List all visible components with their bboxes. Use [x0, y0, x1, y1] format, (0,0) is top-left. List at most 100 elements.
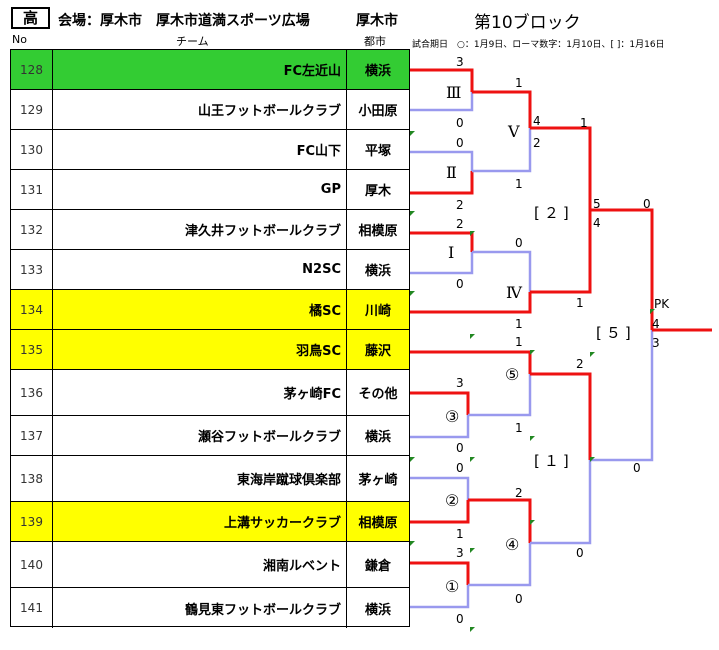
match-score: 0	[633, 461, 641, 475]
bracket-line-win	[410, 500, 470, 524]
bracket-line-lose	[410, 252, 474, 275]
team-city: 相模原	[358, 224, 398, 239]
match-score: 1	[515, 317, 523, 331]
team-city: 小田原	[358, 104, 398, 119]
match-score: 0	[456, 441, 464, 455]
team-number: 133	[11, 250, 53, 289]
bracket-line-win	[410, 391, 470, 415]
bracket-line-win	[530, 372, 592, 460]
comment-marker	[410, 211, 415, 216]
column-header-city: 都市	[364, 35, 386, 48]
match-score: 1	[515, 421, 523, 435]
bracket-line-lose	[410, 585, 470, 609]
team-city: 藤沢	[364, 344, 391, 359]
match-score: 2	[533, 136, 541, 150]
match-score: 5	[593, 197, 601, 211]
team-name: 上溝サッカークラブ	[53, 502, 347, 541]
team-city: 横浜	[364, 64, 391, 79]
comment-marker	[590, 352, 595, 357]
comment-marker	[590, 457, 595, 462]
team-city: 横浜	[364, 264, 391, 279]
bracket-line-lose	[410, 92, 474, 112]
comment-marker	[410, 541, 415, 546]
comment-marker	[530, 350, 535, 355]
comment-marker	[470, 457, 475, 462]
match-score: 4	[652, 317, 660, 331]
match-score: 0	[456, 612, 464, 626]
team-city: 鎌倉	[364, 559, 391, 574]
block-label: [５]	[596, 324, 635, 342]
column-header-team: チーム	[176, 35, 209, 48]
comment-marker	[470, 548, 475, 553]
team-name: FC左近山	[53, 50, 347, 89]
comment-marker	[650, 309, 655, 314]
bracket-line-win	[472, 90, 532, 128]
match-score: 3	[652, 336, 660, 350]
team-name: 山王フットボールクラブ	[53, 90, 347, 129]
bracket-line-win	[410, 171, 474, 195]
match-score: 1	[580, 116, 588, 130]
comment-marker	[470, 334, 475, 339]
team-number: 137	[11, 416, 53, 455]
team-name: 東海岸蹴球倶楽部	[53, 456, 347, 501]
bracket-line-win	[410, 231, 474, 252]
team-city: 川崎	[364, 304, 391, 319]
team-number: 136	[11, 370, 53, 415]
match-score: 2	[515, 486, 523, 500]
bracket-line-win	[530, 126, 592, 210]
comment-marker	[530, 520, 535, 525]
match-dates-note: 試合期日 ○：1月9日、ローマ数字：1月10日、[ ]：1月16日	[412, 40, 665, 50]
comment-marker	[530, 436, 535, 441]
match-score: 4	[533, 114, 541, 128]
team-number: 128	[11, 50, 53, 89]
comment-marker	[410, 131, 415, 136]
game-label: Ⅴ	[507, 122, 520, 141]
match-score: 2	[576, 357, 584, 371]
comment-marker	[410, 457, 415, 462]
game-label: Ⅰ	[448, 243, 454, 262]
bracket-line-win	[410, 561, 470, 585]
match-score: 4	[593, 216, 601, 230]
venue-title: 会場：厚木市 厚木市道満スポーツ広場	[58, 13, 310, 29]
match-score: 3	[456, 376, 464, 390]
match-score: 3	[456, 546, 464, 560]
bracket-line-lose	[410, 476, 470, 500]
team-number: 129	[11, 90, 53, 129]
match-score: 0	[456, 277, 464, 291]
team-city: 横浜	[364, 602, 391, 618]
team-city: 茅ヶ崎	[358, 473, 398, 488]
match-score: 3	[456, 55, 464, 69]
match-score: 1	[456, 527, 464, 541]
team-number: 139	[11, 502, 53, 541]
bracket-line-lose	[410, 415, 470, 439]
game-label: Ⅲ	[446, 83, 461, 102]
match-score: 0	[456, 136, 464, 150]
team-name: N2SC	[53, 250, 347, 289]
team-number: 140	[11, 542, 53, 587]
comment-marker	[410, 291, 415, 296]
team-number: 134	[11, 290, 53, 329]
team-name: 橘SC	[53, 290, 347, 329]
game-label: ②	[445, 491, 459, 510]
bracket-line-win	[410, 292, 532, 314]
match-score: 2	[456, 217, 464, 231]
bracket-line-lose	[530, 460, 592, 545]
team-number: 130	[11, 130, 53, 169]
venue-city: 厚木市	[356, 13, 398, 29]
team-number: 132	[11, 210, 53, 249]
team-name: 鶴見東フットボールクラブ	[53, 588, 347, 628]
